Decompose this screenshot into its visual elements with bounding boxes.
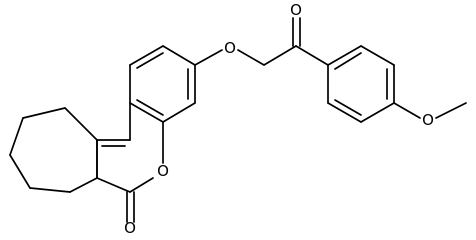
- bond-a1-a2: [327, 45, 362, 66]
- bond-ch2-co: [263, 45, 297, 66]
- bond-h5-c3: [69, 177, 98, 193]
- bond-b2-b3: [162, 45, 196, 66]
- bond-h2-h3: [9, 117, 24, 156]
- bond-b4-b5: [162, 102, 196, 123]
- atom-labels: O O O O O: [124, 1, 434, 237]
- ether-oxygen-label: O: [224, 39, 236, 57]
- bond-c4-h1: [64, 107, 98, 141]
- bond-b1-b2-inner: [136, 52, 164, 69]
- bond-a4-o5: [393, 102, 421, 119]
- bond-a4-a5: [360, 102, 395, 123]
- lactone-carbonyl-oxygen-label: O: [124, 219, 136, 237]
- bond-a1-a2-inner: [334, 52, 362, 70]
- bond-a5-a6-inner: [334, 99, 362, 116]
- bond-b1-b2: [129, 45, 164, 66]
- bond-o5-me: [435, 102, 467, 119]
- methoxy-oxygen-label: O: [422, 111, 434, 129]
- bond-b5-b6: [129, 102, 164, 123]
- bond-a2-a3: [360, 45, 395, 66]
- bond-a5-a6: [327, 102, 362, 123]
- bond-h4-h5: [29, 187, 71, 193]
- bond-b3-o3: [194, 49, 223, 66]
- bond-b5-b6-inner: [136, 99, 164, 116]
- bond-co-ar: [295, 45, 329, 66]
- bond-h1-h2: [22, 107, 66, 119]
- bond-o3-ch2: [237, 49, 265, 66]
- bond-o1-c2: [129, 177, 154, 193]
- ring-oxygen-label: O: [157, 162, 169, 180]
- bond-h3-h4: [9, 154, 31, 189]
- bond-c2-c3: [96, 177, 131, 193]
- bonds: [9, 17, 467, 223]
- ketone-oxygen-label: O: [290, 1, 302, 19]
